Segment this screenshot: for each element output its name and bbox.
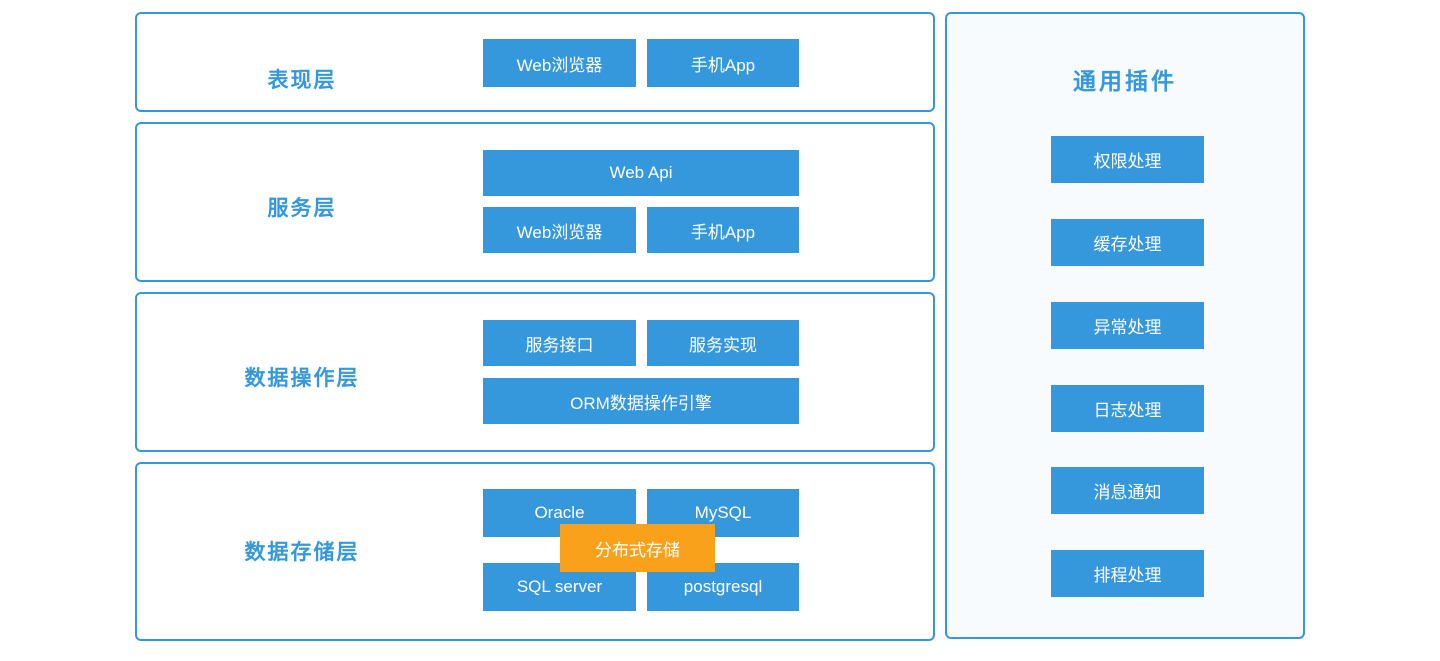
block-oracle: Oracle — [483, 489, 636, 537]
block-message-notification: 消息通知 — [1051, 467, 1204, 514]
block-cache-handling: 缓存处理 — [1051, 219, 1204, 266]
block-exception-handling: 异常处理 — [1051, 302, 1204, 349]
block-distributed-storage: 分布式存储 — [560, 524, 715, 572]
layer-label-data-storage: 数据存储层 — [244, 541, 360, 564]
layer-box-data-storage: 数据存储层 Oracle MySQL SQL server postgresql… — [135, 462, 935, 641]
block-permission-handling: 权限处理 — [1051, 136, 1204, 183]
layer-label-data-operation: 数据操作层 — [244, 367, 360, 390]
block-log-handling: 日志处理 — [1051, 385, 1204, 432]
block-schedule-handling: 排程处理 — [1051, 550, 1204, 597]
block-postgresql: postgresql — [647, 563, 799, 611]
plugins-panel-title: 通用插件 — [1073, 68, 1177, 94]
layer-label-presentation: 表现层 — [267, 69, 337, 92]
layer-box-data-operation: 数据操作层 服务接口 服务实现 ORM数据操作引擎 — [135, 292, 935, 452]
block-mobile-app: 手机App — [647, 39, 799, 87]
block-web-browser: Web浏览器 — [483, 39, 636, 87]
block-service-interface: 服务接口 — [483, 320, 636, 366]
block-web-api: Web Api — [483, 150, 799, 196]
block-sql-server: SQL server — [483, 563, 636, 611]
layer-label-service: 服务层 — [267, 197, 337, 220]
block-mobile-app: 手机App — [647, 207, 799, 253]
block-service-implementation: 服务实现 — [647, 320, 799, 366]
layer-box-presentation: 表现层 Web浏览器 手机App — [135, 12, 935, 112]
plugins-panel: 通用插件 权限处理 缓存处理 异常处理 日志处理 消息通知 排程处理 — [945, 12, 1305, 639]
block-web-browser: Web浏览器 — [483, 207, 636, 253]
layer-box-service: 服务层 Web Api Web浏览器 手机App — [135, 122, 935, 282]
block-orm-engine: ORM数据操作引擎 — [483, 378, 799, 424]
